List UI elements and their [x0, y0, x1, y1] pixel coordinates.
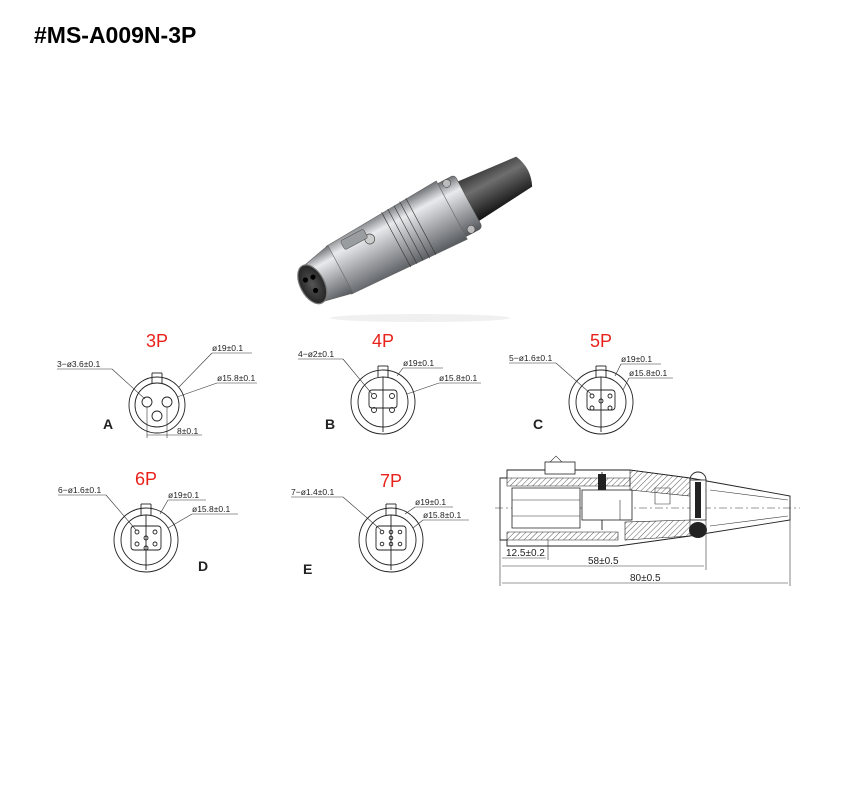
pin-label-5p: 5P — [590, 331, 612, 351]
variant-letter-e: E — [303, 561, 312, 577]
hole-dim-3p: 3−ø3.6±0.1 — [57, 359, 100, 369]
variant-letter-c: C — [533, 416, 543, 432]
pin-label-6p: 6P — [135, 469, 157, 489]
hole-dim-7p: 7−ø1.4±0.1 — [291, 487, 334, 497]
page-title: #MS-A009N-3P — [34, 22, 197, 48]
hole-dim-4p: 4−ø2±0.1 — [298, 349, 334, 359]
dim-short: 12.5±0.2 — [506, 548, 545, 559]
variant-5p-drawing: 5P C 5−ø1.6±0.1 ø19±0.1 ø15.8±0.1 — [509, 331, 673, 435]
outer-dim-3p: ø19±0.1 — [212, 343, 243, 353]
dim-total: 80±0.5 — [630, 573, 661, 584]
pin-label-3p: 3P — [146, 331, 168, 351]
inner-dim-7p: ø15.8±0.1 — [423, 510, 461, 520]
variant-letter-d: D — [198, 558, 208, 574]
dim-mid: 58±0.5 — [588, 556, 619, 567]
variant-3p-drawing: 3P A 3−ø3.6±0.1 ø19±0.1 ø15.8±0.1 8±0.1 — [57, 331, 257, 438]
pin-label-7p: 7P — [380, 471, 402, 491]
outer-dim-4p: ø19±0.1 — [403, 358, 434, 368]
inner-dim-5p: ø15.8±0.1 — [629, 368, 667, 378]
variant-letter-a: A — [103, 416, 113, 432]
outer-dim-6p: ø19±0.1 — [168, 490, 199, 500]
pin-label-4p: 4P — [372, 331, 394, 351]
connector-photo — [297, 156, 533, 305]
variant-6p-drawing: 6P D 6−ø1.6±0.1 ø19±0.1 ø15.8±0.1 — [58, 469, 238, 574]
inner-dim-6p: ø15.8±0.1 — [192, 504, 230, 514]
side-section-drawing: 12.5±0.2 58±0.5 80±0.5 — [495, 455, 800, 586]
outer-dim-5p: ø19±0.1 — [621, 354, 652, 364]
variant-4p-drawing: 4P B 4−ø2±0.1 ø19±0.1 ø15.8±0.1 — [298, 331, 481, 435]
variant-7p-drawing: 7P E 7−ø1.4±0.1 ø19±0.1 ø15.8±0.1 — [291, 471, 469, 577]
inner-dim-4p: ø15.8±0.1 — [439, 373, 477, 383]
hole-dim-5p: 5−ø1.6±0.1 — [509, 353, 552, 363]
hole-dim-6p: 6−ø1.6±0.1 — [58, 485, 101, 495]
outer-dim-7p: ø19±0.1 — [415, 497, 446, 507]
variant-letter-b: B — [325, 416, 335, 432]
inner-dim-3p: ø15.8±0.1 — [217, 373, 255, 383]
pitch-dim-3p: 8±0.1 — [177, 426, 198, 436]
